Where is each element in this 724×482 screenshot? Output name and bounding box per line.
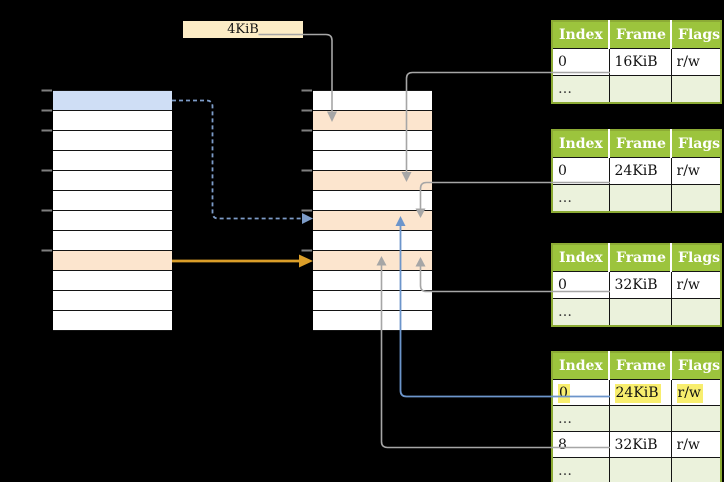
table-cell: … <box>551 75 610 104</box>
page-size-label: 4KiB <box>183 21 303 38</box>
memory-row-white <box>53 271 172 291</box>
table-cell: r/w <box>670 157 722 185</box>
middle-memory-column <box>313 90 432 331</box>
memory-row-white <box>53 171 172 191</box>
table-row: … <box>551 75 722 104</box>
table-cell <box>670 75 722 104</box>
memory-row-white <box>313 91 432 111</box>
memory-row-orange <box>313 211 432 231</box>
table-cell: 32KiB <box>608 431 672 458</box>
table-cell: r/w <box>670 48 722 76</box>
highlighted-value: 24KiB <box>614 383 661 403</box>
translation-dashed-arrow <box>172 99 313 224</box>
column-header-flags: Flags <box>671 244 722 272</box>
highlighted-value: r/w <box>676 383 703 403</box>
table-cell <box>608 457 672 482</box>
table-cell <box>608 75 672 104</box>
table-cell <box>670 184 722 213</box>
column-header-frame: Frame <box>609 352 672 380</box>
table-cell: … <box>551 184 610 213</box>
memory-row-white <box>53 151 172 171</box>
table-cell: 0 <box>551 379 610 406</box>
table-cell: 0 <box>551 157 610 185</box>
memory-row-orange <box>53 251 172 271</box>
table-cell: … <box>551 405 610 432</box>
memory-row-orange <box>313 171 432 191</box>
table-cell: r/w <box>670 271 722 299</box>
memory-row-white <box>53 111 172 131</box>
table-cell: 24KiB <box>608 379 672 406</box>
memory-row-white <box>313 131 432 151</box>
column-header-flags: Flags <box>671 21 722 49</box>
table-cell <box>670 405 722 432</box>
memory-row-white <box>53 131 172 151</box>
memory-row-white <box>53 311 172 331</box>
table-row: … <box>551 405 722 432</box>
left-memory-column <box>53 90 172 331</box>
table-cell: 8 <box>551 431 610 458</box>
table-row: … <box>551 457 722 482</box>
memory-row-white <box>53 231 172 251</box>
table-row: 0 24KiB r/w <box>551 379 722 406</box>
table-row: … <box>551 184 722 213</box>
memory-row-white <box>313 151 432 171</box>
memory-row-white <box>313 231 432 251</box>
table-cell <box>608 405 672 432</box>
column-header-frame: Frame <box>609 21 672 49</box>
middle-column-ticks <box>301 89 312 252</box>
column-header-index: Index <box>552 352 610 380</box>
table-cell <box>608 184 672 213</box>
table-cell: r/w <box>670 431 722 458</box>
table-cell: … <box>551 298 610 327</box>
table-cell: 0 <box>551 271 610 299</box>
memory-row-white <box>53 191 172 211</box>
memory-row-white <box>313 311 432 331</box>
left-column-ticks <box>41 89 52 252</box>
column-header-flags: Flags <box>671 130 722 158</box>
memory-row-blue <box>53 91 172 111</box>
table-cell: 16KiB <box>608 48 672 76</box>
column-header-frame: Frame <box>609 130 672 158</box>
table-cell: … <box>551 457 610 482</box>
memory-row-white <box>53 211 172 231</box>
column-header-index: Index <box>552 130 610 158</box>
column-header-frame: Frame <box>609 244 672 272</box>
highlighted-value: 0 <box>558 383 570 403</box>
memory-row-white <box>53 291 172 311</box>
memory-row-white <box>313 271 432 291</box>
translation-orange-arrow <box>172 254 313 268</box>
memory-row-orange <box>313 111 432 131</box>
table-cell <box>670 298 722 327</box>
table-cell <box>608 298 672 327</box>
column-header-index: Index <box>552 21 610 49</box>
table-cell: 0 <box>551 48 610 76</box>
table-cell: 32KiB <box>608 271 672 299</box>
memory-row-white <box>313 191 432 211</box>
table-cell: r/w <box>670 379 722 406</box>
memory-row-orange <box>313 251 432 271</box>
table-row: … <box>551 298 722 327</box>
column-header-index: Index <box>552 244 610 272</box>
column-header-flags: Flags <box>671 352 722 380</box>
table-cell: 24KiB <box>608 157 672 185</box>
memory-row-white <box>313 291 432 311</box>
table-cell <box>670 457 722 482</box>
